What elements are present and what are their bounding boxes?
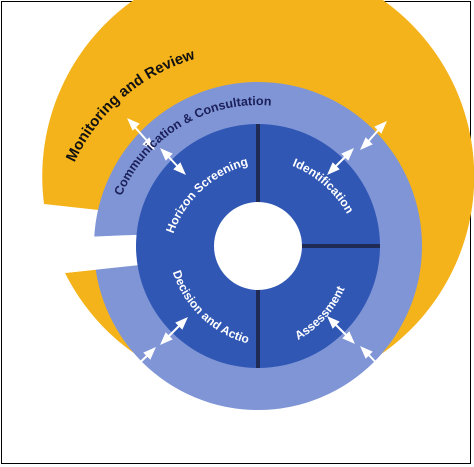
double-arrow-icon [327,148,354,175]
double-arrow-icon [126,347,156,376]
double-arrow-icon [327,316,355,344]
double-arrow-icon [360,346,388,375]
double-arrow-icon [160,148,186,175]
double-arrow-icon [360,121,387,150]
center-hub [214,202,302,290]
double-arrow-icon [127,118,155,150]
double-arrow-icon [160,317,188,345]
